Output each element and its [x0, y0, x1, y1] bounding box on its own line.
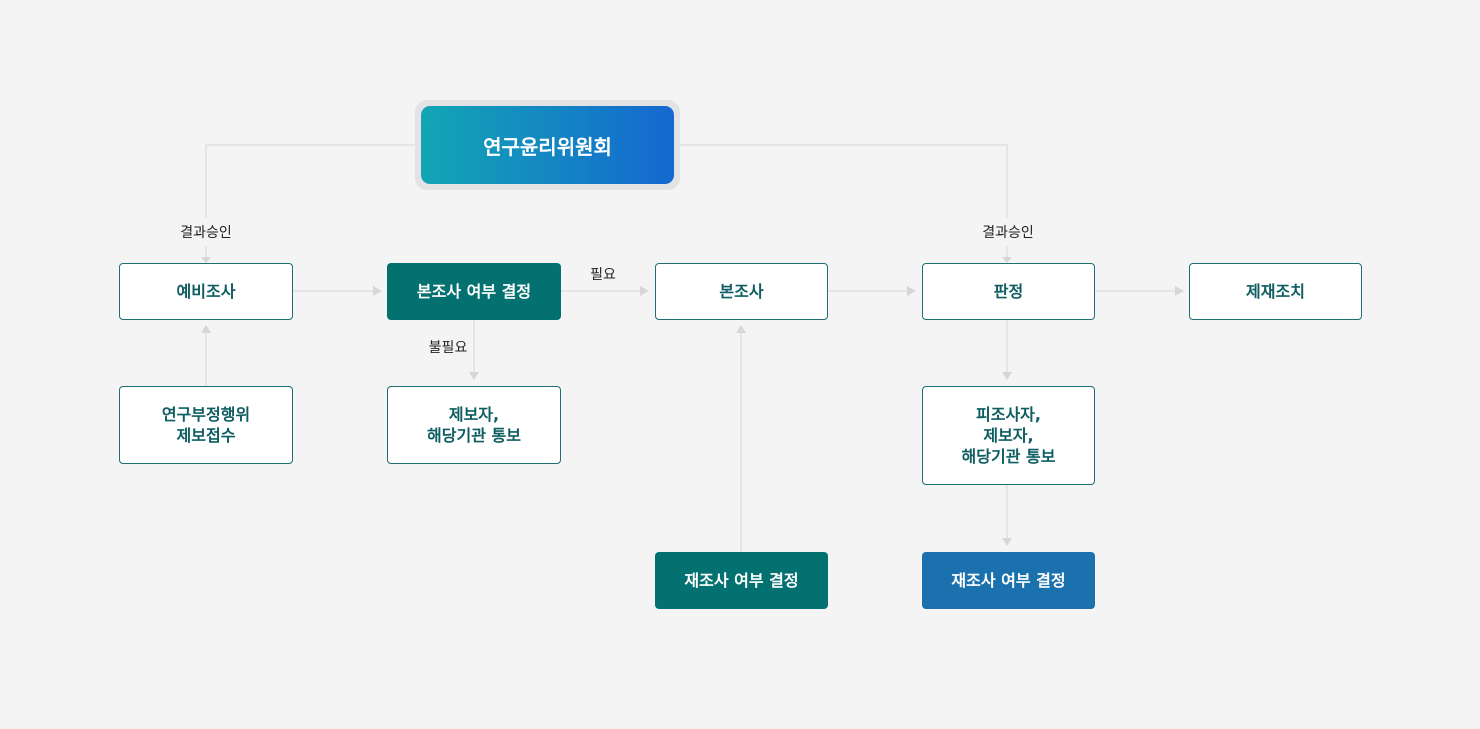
arrowhead-to-prelim [201, 325, 211, 333]
reinvestigation-decision-node-teal: 재조사 여부 결정 [655, 552, 828, 609]
arrowhead-to-decision [373, 286, 382, 296]
notify-reporter-institution-node: 제보자, 해당기관 통보 [387, 386, 561, 464]
notify-all-parties-node: 피조사자, 제보자, 해당기관 통보 [922, 386, 1095, 485]
committee-node: 연구윤리위원회 [421, 106, 674, 184]
arrowhead-to-notify-reporter [469, 372, 479, 380]
not-needed-label: 불필요 [428, 340, 468, 356]
main-investigation-decision-node: 본조사 여부 결정 [387, 263, 561, 320]
sanction-node: 제재조치 [1189, 263, 1362, 320]
connector-committee-left [205, 144, 415, 218]
misconduct-report-receipt-node: 연구부정행위 제보접수 [119, 386, 293, 464]
needed-label: 필요 [590, 267, 616, 283]
arrowhead-approval-left [201, 257, 211, 263]
arrowhead-to-sanction [1175, 286, 1184, 296]
connector-committee-right [680, 144, 1008, 218]
arrowhead-to-notify-all [1002, 372, 1012, 380]
arrowhead-to-judgment [907, 286, 916, 296]
arrowhead-to-main-from-below [736, 325, 746, 333]
preliminary-investigation-node: 예비조사 [119, 263, 293, 320]
reinvestigation-decision-node-blue: 재조사 여부 결정 [922, 552, 1095, 609]
approval-label-right: 결과승인 [982, 225, 1034, 241]
approval-label-left: 결과승인 [180, 225, 232, 241]
judgment-node: 판정 [922, 263, 1095, 320]
committee-node-frame: 연구윤리위원회 [415, 100, 680, 190]
main-investigation-node: 본조사 [655, 263, 828, 320]
arrowhead-to-reinvest-blue [1002, 538, 1012, 546]
arrowhead-to-main [640, 286, 649, 296]
arrowhead-approval-right [1002, 257, 1012, 263]
